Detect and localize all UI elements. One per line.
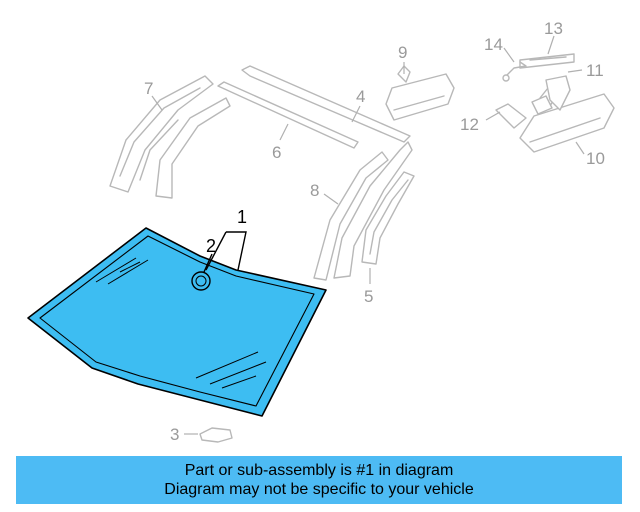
part-14-harness: [502, 61, 527, 82]
leader-13: [547, 35, 555, 55]
callout-10: 10: [586, 149, 605, 168]
leader-1: [226, 231, 247, 271]
part-7-pillar-trim: [109, 75, 214, 193]
callout-4: 4: [356, 87, 365, 106]
part-8-side-molding: [313, 141, 413, 281]
part-13-sensor-bar: [519, 53, 575, 69]
callout-9: 9: [398, 43, 407, 62]
part-7-inner-trim: [155, 97, 231, 199]
leader-14: [503, 47, 515, 63]
callout-14: 14: [484, 35, 503, 54]
callout-11: 11: [586, 61, 604, 80]
callout-12: 12: [460, 115, 479, 134]
callout-6: 6: [272, 143, 281, 162]
leader-10: [575, 141, 585, 155]
rain-sensor-mount-inner: [195, 275, 207, 287]
part-11-bracket: [545, 75, 571, 111]
leader-1-branch: [205, 231, 227, 271]
banner-line-2: Diagram may not be specific to your vehi…: [164, 481, 474, 498]
callout-2: 2: [206, 236, 216, 256]
windshield-reflection-lines: [95, 257, 267, 389]
callout-8: 8: [310, 181, 319, 200]
leader-11: [567, 69, 583, 73]
rain-sensor-mount: [191, 271, 211, 291]
leader-7: [151, 95, 163, 111]
part-12-clip: [495, 95, 553, 129]
info-banner: Part or sub-assembly is #1 in diagram Di…: [16, 456, 622, 504]
callout-7: 7: [144, 79, 153, 98]
leader-8: [323, 193, 339, 205]
callout-13: 13: [544, 19, 563, 38]
part-10-mirror-assembly: [519, 87, 615, 153]
leader-4: [351, 105, 361, 123]
windshield-glass: [27, 227, 327, 417]
part-5-garnish: [361, 171, 415, 265]
banner-line-1: Part or sub-assembly is #1 in diagram: [184, 462, 454, 479]
callout-5: 5: [364, 287, 373, 306]
part-9-mirror: [385, 65, 455, 121]
part-6-roof-molding: [217, 65, 411, 149]
leader-2: [203, 253, 213, 273]
windshield-inner-edge: [39, 235, 315, 407]
leader-6: [279, 123, 289, 141]
callout-1: 1: [237, 207, 247, 227]
leader-12: [485, 111, 501, 121]
part-1-windshield: [27, 227, 327, 417]
callout-3: 3: [170, 425, 179, 444]
part-3-pad: [199, 427, 233, 443]
